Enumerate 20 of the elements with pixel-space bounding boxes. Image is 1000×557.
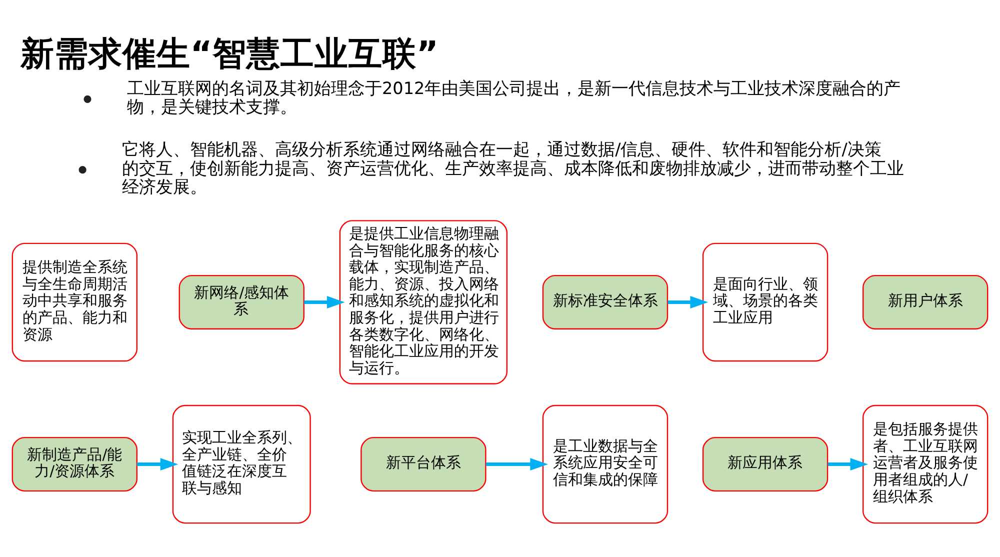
diagram-title: 新需求催生“智慧工业互联”	[20, 33, 438, 72]
arrow	[668, 295, 708, 308]
node-box: 新标准安全体系	[542, 274, 668, 329]
arrow	[828, 458, 868, 470]
node-box: 提供制造全系统与全生命周期活动中共享和服务的产品、能力和资源	[12, 242, 138, 362]
node-box: 是提供工业信息物理融合与智能化服务的核心载体，实现制造产品、能力、资源、投入网络和感知系统的虚拟化和服务化，提供用户进行各类数字化、网络化、智能化工业应用的开发与运行。	[339, 220, 508, 384]
arrow	[304, 295, 345, 308]
node-box: 是工业数据与全系统应用安全可信和集成的保障	[542, 404, 668, 524]
node-box: 新用户体系	[862, 274, 988, 329]
node-box: 新应用体系	[702, 436, 828, 492]
node-box: 新平台体系	[360, 436, 486, 492]
label: 工业互联网的名词及其初始理念于2012年由美国公司提出，是新一代信息技术与工业技术深度融合的产物，是关键技术支撑。	[127, 77, 901, 116]
arrow	[486, 458, 548, 470]
node-box: 新制造产品/能力/资源体系	[12, 436, 138, 492]
node-box: 实现工业全系列、全产业链、全价值链泛在深度互联与感知	[172, 404, 311, 524]
node-box: 新网络/感知体系	[178, 274, 304, 329]
node-box: 是面向行业、领域、场景的各类工业应用	[702, 242, 828, 362]
arrow	[136, 458, 178, 470]
label: 它将人、智能机器、高级分析系统通过网络融合在一起，通过数据/信息、硬件、软件和智能分析/决策的交互，使创新能力提高、资产运营优化、生产效率提高、成本降低和废物排放减少，进而带动整个工业经济发展。	[122, 138, 904, 196]
node-box: 是包括服务提供者、工业互联网运营者及服务使用者组成的人/组织体系	[862, 404, 988, 524]
